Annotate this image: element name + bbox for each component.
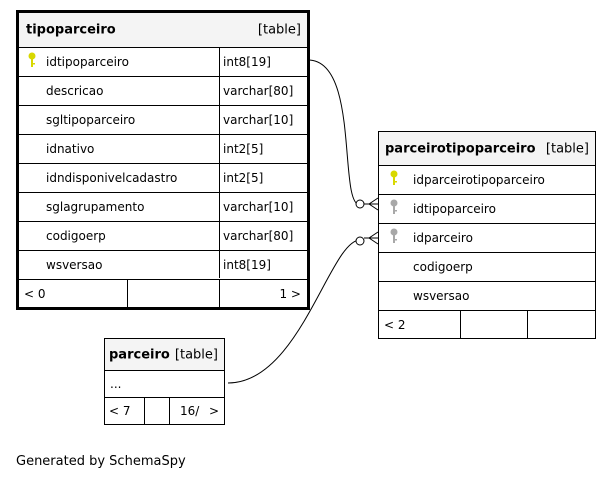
column-row[interactable]: ... <box>105 370 224 397</box>
parents-count[interactable]: < 7 <box>109 404 131 418</box>
table-header: parceirotipoparceiro [table] <box>379 132 595 165</box>
table-header: tipoparceiro [table] <box>19 13 307 47</box>
relationship-crowfoot <box>364 197 379 211</box>
foreign-key-icon <box>389 228 399 248</box>
column-type: varchar[80] <box>223 84 294 98</box>
column-row[interactable]: codigoerp <box>379 252 595 281</box>
column-type: int8[19] <box>223 55 271 69</box>
column-name: idnativo <box>46 142 95 156</box>
column-name: sgltipoparceiro <box>46 113 136 127</box>
footer-divider <box>219 280 220 307</box>
primary-key-icon <box>27 52 37 72</box>
generated-by-label: Generated by SchemaSpy <box>16 454 186 469</box>
parents-count[interactable]: < 2 <box>384 317 406 332</box>
footer-divider <box>460 311 461 338</box>
column-row[interactable]: codigoerp varchar[80] <box>19 221 307 250</box>
column-type: int2[5] <box>223 171 264 185</box>
table-footer: < 7 16/ > <box>105 397 224 424</box>
relationship-zero-marker <box>355 199 365 209</box>
table-parceirotipoparceiro[interactable]: parceirotipoparceiro [table] idparceirot… <box>378 131 596 339</box>
footer-divider <box>144 398 145 424</box>
column-row[interactable]: idparceiro <box>379 223 595 252</box>
column-name: wsversao <box>413 289 470 303</box>
column-row[interactable]: idtipoparceiro <box>379 194 595 223</box>
column-name: sglagrupamento <box>46 200 145 214</box>
column-name: idparceirotipoparceiro <box>413 173 545 187</box>
column-type: varchar[80] <box>223 229 294 243</box>
column-name: descricao <box>46 84 104 98</box>
column-name: ... <box>110 377 122 391</box>
column-row[interactable]: idparceirotipoparceiro <box>379 165 595 194</box>
table-footer: < 0 1 > <box>19 279 307 307</box>
children-count[interactable]: > <box>208 404 219 418</box>
table-name: parceiro <box>109 347 170 362</box>
column-row[interactable]: sglagrupamento varchar[10] <box>19 192 307 221</box>
footer-divider <box>127 280 128 307</box>
table-tipoparceiro[interactable]: tipoparceiro [table] idtipoparceiro int8… <box>16 10 310 310</box>
column-name: idtipoparceiro <box>46 55 129 69</box>
column-type: int2[5] <box>223 142 264 156</box>
table-kind: [table] <box>545 141 589 156</box>
column-row[interactable]: idnativo int2[5] <box>19 134 307 163</box>
column-name: codigoerp <box>413 260 473 274</box>
table-name: parceirotipoparceiro <box>385 141 536 156</box>
column-row[interactable]: idndisponivelcadastro int2[5] <box>19 163 307 192</box>
column-row[interactable]: wsversao <box>379 281 595 310</box>
column-name: idparceiro <box>413 231 473 245</box>
footer-divider <box>169 398 170 424</box>
table-kind: [table] <box>257 22 301 38</box>
table-header: parceiro [table] <box>105 339 224 370</box>
children-count[interactable]: 1 > <box>279 286 301 301</box>
column-row[interactable]: sgltipoparceiro varchar[10] <box>19 105 307 134</box>
foreign-key-icon <box>389 199 399 219</box>
relationship-crowfoot <box>364 231 379 245</box>
relationship-zero-marker <box>355 236 365 246</box>
table-name: tipoparceiro <box>26 22 116 38</box>
column-type: varchar[10] <box>223 113 294 127</box>
column-type: int8[19] <box>223 258 271 272</box>
parents-count[interactable]: < 0 <box>24 286 46 301</box>
relationship-line-tipoparceiro <box>307 59 361 206</box>
primary-key-icon <box>389 170 399 190</box>
column-name: wsversao <box>46 258 103 272</box>
column-row[interactable]: idtipoparceiro int8[19] <box>19 47 307 76</box>
column-name: codigoerp <box>46 229 106 243</box>
column-row[interactable]: descricao varchar[80] <box>19 76 307 105</box>
relationship-line-parceiro <box>227 239 361 384</box>
column-name: idtipoparceiro <box>413 202 496 216</box>
column-divider <box>219 47 220 278</box>
column-row[interactable]: wsversao int8[19] <box>19 250 307 279</box>
column-type: varchar[10] <box>223 200 294 214</box>
table-parceiro[interactable]: parceiro [table] ... < 7 16/ > <box>104 338 225 425</box>
row-count: 16/ <box>180 404 200 418</box>
footer-divider <box>527 311 528 338</box>
table-kind: [table] <box>174 347 218 362</box>
column-name: idndisponivelcadastro <box>46 171 178 185</box>
table-footer: < 2 <box>379 310 595 338</box>
